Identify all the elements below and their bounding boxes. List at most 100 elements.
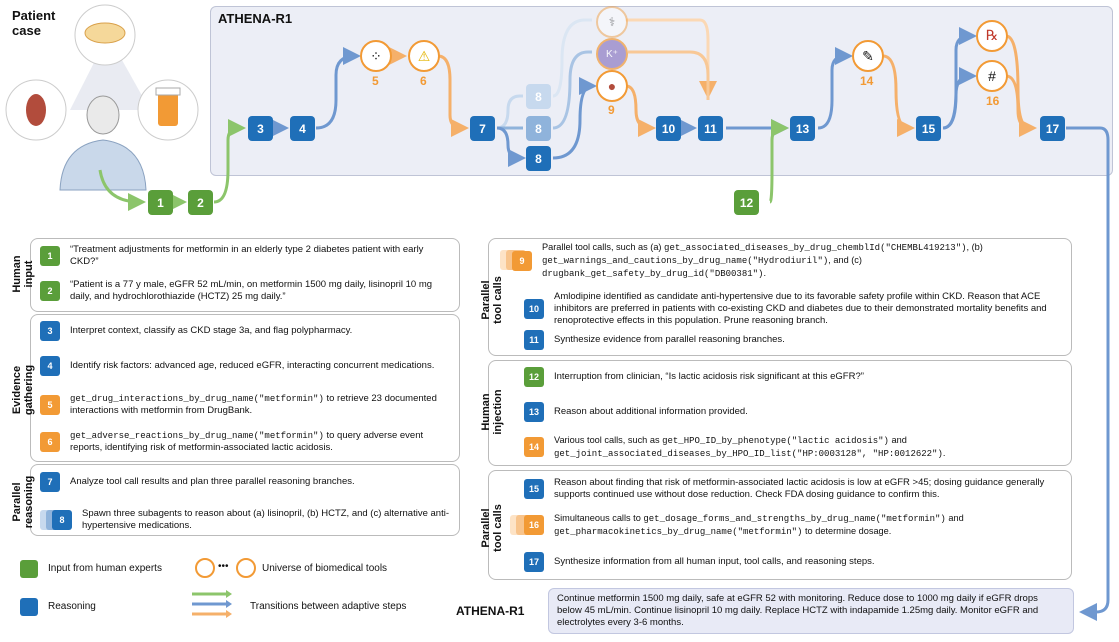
patient-case-label: Patient case [12,8,56,38]
section-human-interjection: Human injection [480,389,504,435]
rx-icon[interactable]: ℞ [976,20,1008,52]
row-node-13: 13 [524,402,544,422]
row-5: 5 get_drug_interactions_by_drug_name("me… [40,393,450,417]
row-node-3: 3 [40,321,60,341]
node-12[interactable]: 12 [734,190,759,215]
legend-tool-icon [195,558,215,578]
tool-6-icon[interactable]: ⚠ [408,40,440,72]
tool-14-icon[interactable]: ✎ [852,40,884,72]
row-16: 16 Simultaneous calls to get_dosage_form… [524,512,1064,538]
row-text-8: Spawn three subagents to reason about (a… [82,508,449,531]
node-8c[interactable]: 8 [526,146,551,171]
row-7: 7 Analyze tool call results and plan thr… [40,472,450,492]
legend-transition-arrows [192,590,232,618]
parallel-reasoning-panel [30,464,460,536]
node-3[interactable]: 3 [248,116,273,141]
node-10[interactable]: 10 [656,116,681,141]
node-15[interactable]: 15 [916,116,941,141]
row-3: 3 Interpret context, classify as CKD sta… [40,321,450,341]
section-evidence: Evidence gathering [11,364,35,416]
row-text-5: get_drug_interactions_by_drug_name("metf… [70,393,437,416]
row-2: 2 “Patient is a 77 y male, eGFR 52 mL/mi… [40,279,450,303]
section-human-input: Human input [11,255,35,293]
tool-9-label: 9 [608,103,615,117]
section-parallel-reasoning: Parallel reasoning [11,475,35,529]
row-text-15: Reason about finding that risk of metfor… [554,477,1045,500]
row-node-2: 2 [40,281,60,301]
node-1[interactable]: 1 [148,190,173,215]
row-6: 6 get_adverse_reactions_by_drug_name("me… [40,430,450,454]
potassium-icon[interactable]: K⁺ [596,38,628,70]
parallel-tools-panel-2 [488,470,1072,580]
section-parallel-tools-2: Parallel tool calls [480,504,504,552]
row-12: 12 Interruption from clinician, “Is lact… [524,367,1064,387]
row-text-2: “Patient is a 77 y male, eGFR 52 mL/min,… [70,279,433,302]
tool-16-icon[interactable]: # [976,60,1008,92]
row-node-11: 11 [524,330,544,350]
row-text-14: Various tool calls, such as get_HPO_ID_b… [554,435,946,459]
row-node-10: 10 [524,299,544,319]
row-text-4: Identify risk factors: advanced age, red… [70,360,435,371]
kidney-tool-icon[interactable]: ● [596,70,628,102]
node-7[interactable]: 7 [470,116,495,141]
row-text-11: Synthesize evidence from parallel reason… [554,334,785,345]
row-node-7: 7 [40,472,60,492]
final-label: ATHENA-R1 [456,604,525,618]
node-8b[interactable]: 8 [526,116,551,141]
row-node-14: 14 [524,437,544,457]
tool-6-label: 6 [420,74,427,88]
node-17[interactable]: 17 [1040,116,1065,141]
tool-5-icon[interactable]: ⁘ [360,40,392,72]
final-output-box: Continue metformin 1500 mg daily, safe a… [548,588,1074,634]
row-15: 15 Reason about finding that risk of met… [524,477,1064,501]
row-node-16: 16 [524,515,544,535]
row-text-7: Analyze tool call results and plan three… [70,476,355,487]
row-text-12: Interruption from clinician, “Is lactic … [554,371,864,382]
row-node-15: 15 [524,479,544,499]
legend-tools-label: Universe of biomedical tools [262,563,388,574]
legend-tool-icon-2 [236,558,256,578]
row-8: 8 Spawn three subagents to reason about … [52,508,452,532]
row-text-6: get_adverse_reactions_by_drug_name("metf… [70,430,424,453]
legend-reasoning-swatch [20,598,38,616]
human-interjection-panel [488,360,1072,466]
row-text-17: Synthesize information from all human in… [554,556,875,567]
node-4[interactable]: 4 [290,116,315,141]
row-node-5: 5 [40,395,60,415]
node-13[interactable]: 13 [790,116,815,141]
row-14: 14 Various tool calls, such as get_HPO_I… [524,434,1064,460]
row-9: 9 Parallel tool calls, such as (a) get_a… [512,241,1067,280]
section-parallel-tools: Parallel tool calls [480,276,504,324]
tool-5-label: 5 [372,74,379,88]
row-text-16: Simultaneous calls to get_dosage_forms_a… [554,513,964,537]
row-node-8: 8 [52,510,72,530]
node-2[interactable]: 2 [188,190,213,215]
row-node-12: 12 [524,367,544,387]
tool-14-label: 14 [860,74,874,88]
row-node-9: 9 [512,250,532,271]
row-4: 4 Identify risk factors: advanced age, r… [40,356,450,376]
row-1: 1 “Treatment adjustments for metformin i… [40,244,450,268]
row-node-1: 1 [40,246,60,266]
node-11[interactable]: 11 [698,116,723,141]
row-11: 11 Synthesize evidence from parallel rea… [524,330,1064,350]
row-node-4: 4 [40,356,60,376]
human-input-panel [30,238,460,312]
row-node-17: 17 [524,552,544,572]
row-13: 13 Reason about additional information p… [524,402,1064,422]
node-8a[interactable]: 8 [526,84,551,109]
row-text-10: Amlodipine identified as candidate anti-… [554,291,1047,326]
legend-transitions-label: Transitions between adaptive steps [250,601,407,612]
tool-16-label: 16 [986,94,1000,108]
patient-illustration [5,4,199,191]
row-text-9: Parallel tool calls, such as (a) get_ass… [542,242,983,279]
legend-human-swatch [20,560,38,578]
legend-human-label: Input from human experts [48,563,162,574]
evidence-panel [30,314,460,462]
row-text-13: Reason about additional information prov… [554,406,748,417]
legend-ellipsis: ••• [218,561,229,572]
row-text-3: Interpret context, classify as CKD stage… [70,325,353,336]
stethoscope-icon[interactable]: ⚕ [596,6,628,38]
row-10: 10 Amlodipine identified as candidate an… [524,291,1064,327]
